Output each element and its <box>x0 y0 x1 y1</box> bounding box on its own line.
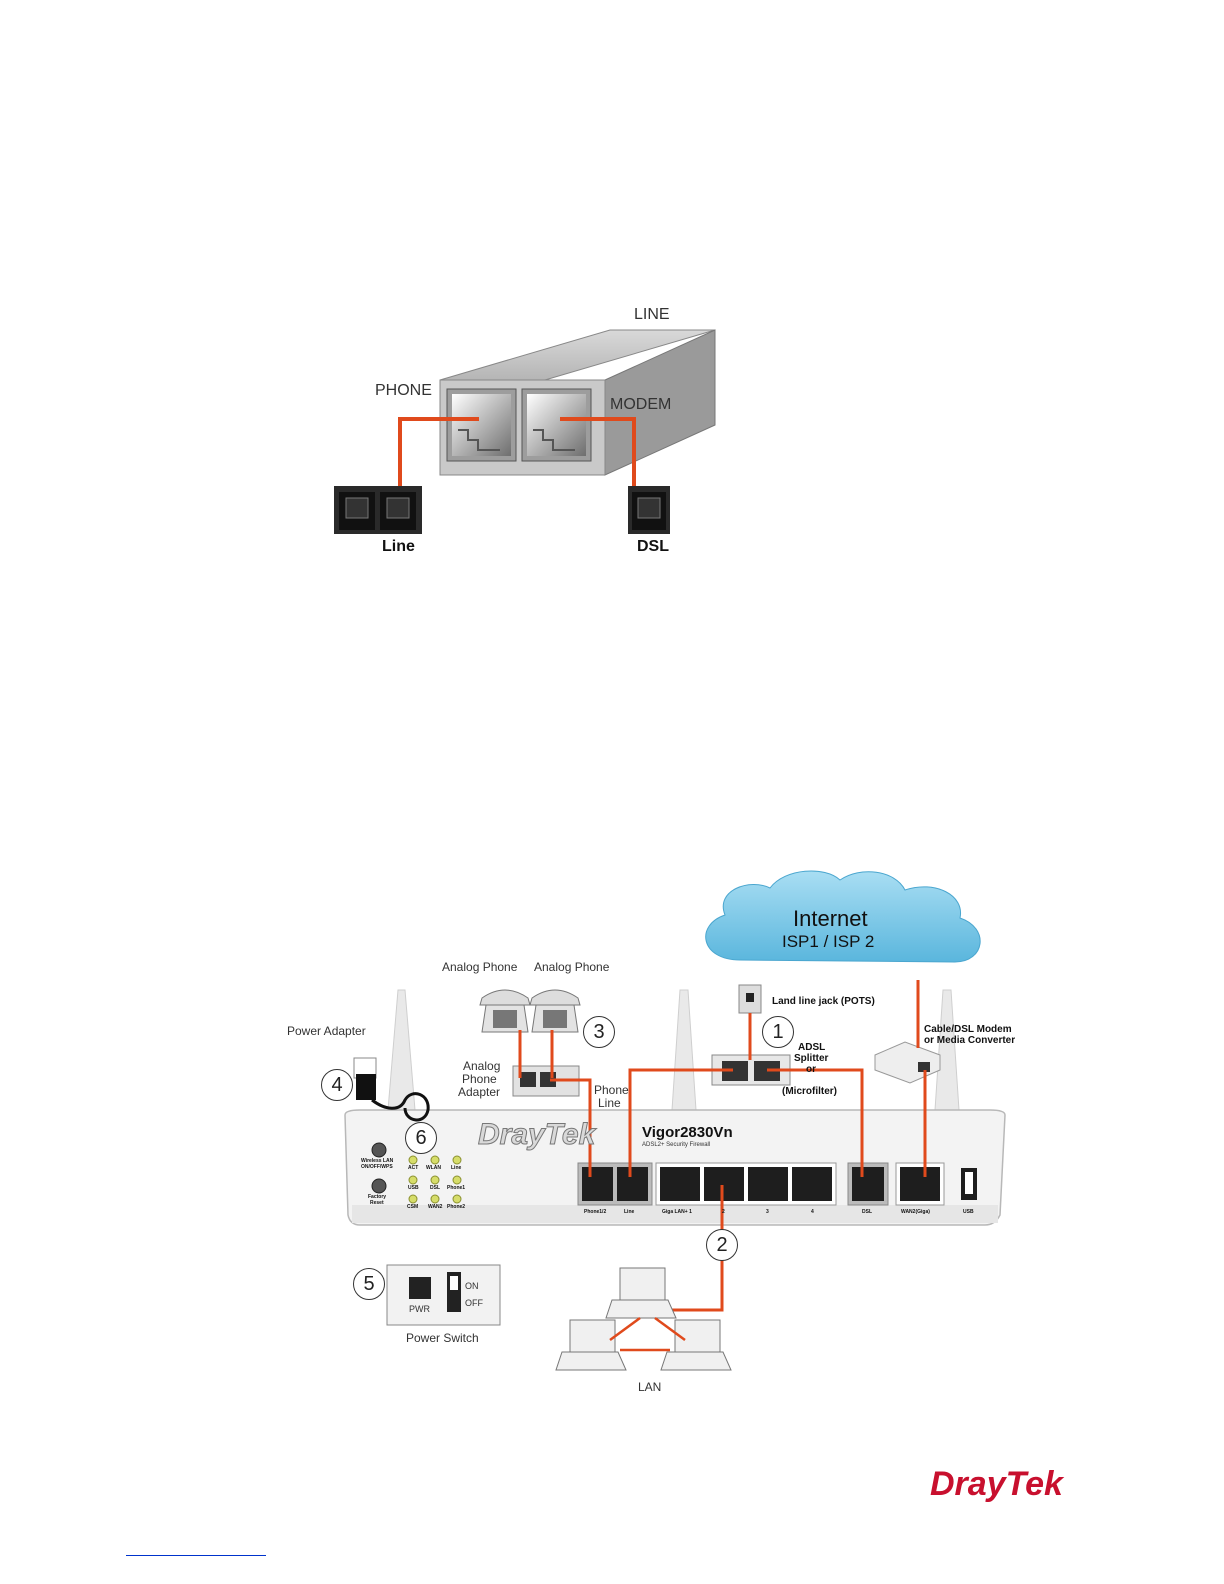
power-switch-panel <box>386 1264 501 1326</box>
adapter-label-2: Phone <box>462 1072 497 1086</box>
cable-modem-label-2: or Media Converter <box>924 1035 1016 1046</box>
off-label: OFF <box>465 1298 483 1308</box>
led-wlan: WLAN <box>426 1165 441 1171</box>
line-label: LINE <box>634 306 670 323</box>
router-subtitle: ADSL2+ Security Firewall <box>642 1142 711 1148</box>
analog-phone-1-label: Analog Phone <box>442 960 518 974</box>
led-phone1: Phone1 <box>447 1185 466 1191</box>
adsl-splitter-4: (Microfilter) <box>782 1086 837 1097</box>
lan-pcs <box>555 1267 732 1371</box>
step-number-5: 5 <box>353 1268 385 1300</box>
port-lan2: 2 <box>722 1209 725 1215</box>
led-usb: USB <box>408 1185 419 1191</box>
port-lan3: 3 <box>766 1209 769 1215</box>
adsl-splitter-2: Splitter <box>794 1053 829 1064</box>
footer-link-rule <box>126 1555 266 1556</box>
cable-modem-label-1: Cable/DSL Modem <box>924 1024 1012 1035</box>
cable-modem <box>874 1041 941 1084</box>
step-number-3: 3 <box>583 1016 615 1048</box>
led-dsl: DSL <box>430 1185 440 1191</box>
adsl-splitter-3: or <box>806 1064 816 1075</box>
port-usb: USB <box>963 1209 974 1215</box>
jack-line-label: Line <box>382 538 415 555</box>
dsl-wall-jack <box>628 486 670 534</box>
phone-cable <box>398 417 479 490</box>
lan-label: LAN <box>638 1380 662 1394</box>
router-brand: DrayTek <box>477 1118 596 1152</box>
led-grid <box>408 1155 462 1204</box>
adsl-splitter-1: ADSL <box>798 1042 826 1053</box>
led-wan2: WAN2 <box>428 1204 443 1210</box>
phone-line-label-1: Phone <box>594 1083 629 1097</box>
orange-cables <box>518 980 927 1312</box>
analog-phone-2 <box>529 989 581 1033</box>
splitter-box <box>439 329 716 476</box>
jack-dsl-label: DSL <box>637 538 669 555</box>
wireless-btn-1: Wireless LAN <box>361 1158 394 1164</box>
port-line: Line <box>624 1209 635 1215</box>
pwr-label: PWR <box>409 1304 430 1314</box>
router-model: Vigor2830Vn <box>642 1124 733 1141</box>
power-adapter <box>353 1057 430 1122</box>
adapter-label-3: Adapter <box>458 1085 501 1099</box>
antennas <box>387 989 960 1111</box>
draytek-logo: DrayTek <box>930 1465 1063 1503</box>
analog-phone-1 <box>479 989 531 1033</box>
land-line-jack-label: Land line jack (POTS) <box>772 996 875 1007</box>
step-number-6: 6 <box>405 1122 437 1154</box>
modem-cable <box>560 417 636 490</box>
internet-cloud <box>705 870 981 963</box>
port-phone12: Phone1/2 <box>584 1209 607 1215</box>
power-switch-label: Power Switch <box>406 1331 479 1345</box>
led-act: ACT <box>408 1165 419 1171</box>
port-lan4: 4 <box>811 1209 814 1215</box>
phone-label: PHONE <box>375 382 432 399</box>
router-ports <box>577 1162 977 1206</box>
factory-reset-2: Reset <box>370 1200 384 1206</box>
cloud-title: Internet <box>793 906 868 931</box>
port-dsl: DSL <box>862 1209 872 1215</box>
port-lan1: Giga LAN+ 1 <box>662 1209 692 1215</box>
phone-line-label-2: Line <box>598 1096 621 1110</box>
power-adapter-label: Power Adapter <box>287 1024 366 1038</box>
led-phone2: Phone2 <box>447 1204 466 1210</box>
step-number-4: 4 <box>321 1069 353 1101</box>
led-csm: CSM <box>407 1204 419 1210</box>
modem-label: MODEM <box>610 396 672 413</box>
adapter-label-1: Analog <box>463 1059 501 1073</box>
on-label: ON <box>465 1281 479 1291</box>
step-number-1: 1 <box>762 1016 794 1048</box>
factory-reset-1: Factory <box>368 1194 387 1200</box>
step-number-2: 2 <box>706 1229 738 1261</box>
led-line: Line <box>451 1165 462 1171</box>
port-wan2: WAN2(Giga) <box>901 1209 930 1215</box>
analog-phone-2-label: Analog Phone <box>534 960 610 974</box>
line-wall-jack <box>334 486 422 534</box>
cloud-subtitle: ISP1 / ISP 2 <box>782 932 875 951</box>
wireless-btn-2: ON/OFF/WPS <box>361 1164 393 1170</box>
